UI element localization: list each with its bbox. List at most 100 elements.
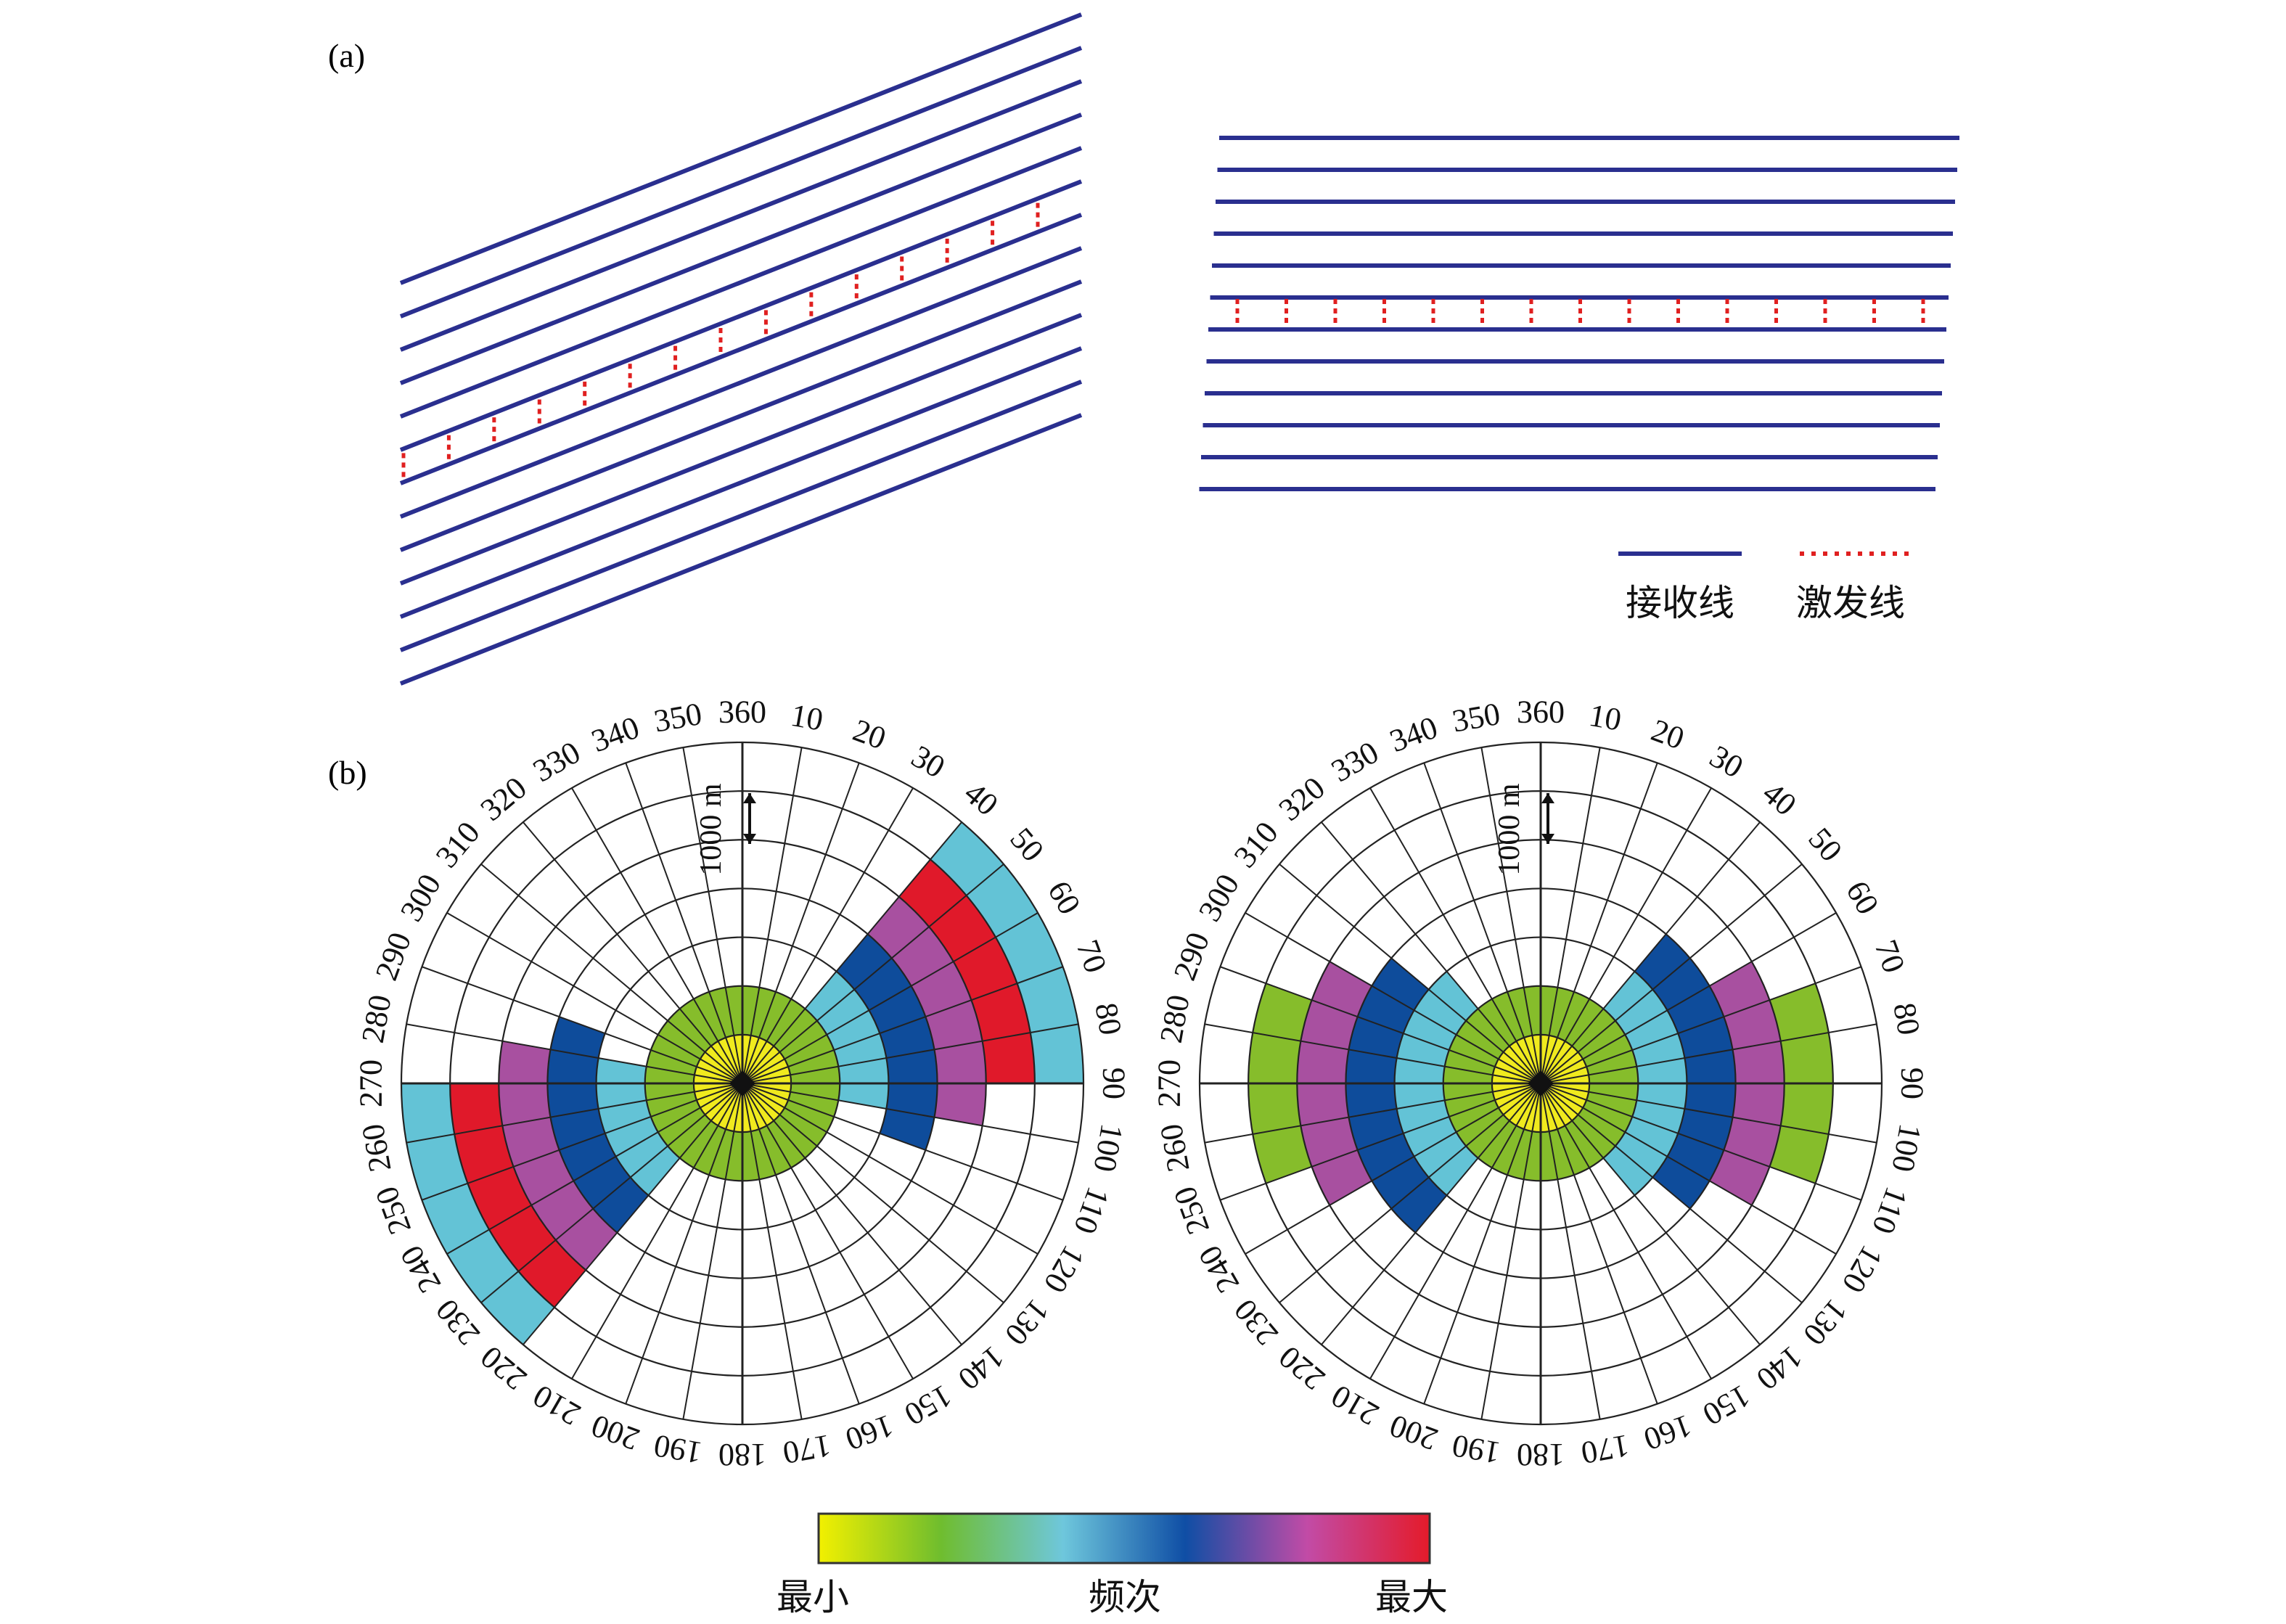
azimuth-tick-label: 150: [1697, 1378, 1756, 1432]
rose-cell: [550, 1017, 605, 1059]
rose-cell: [1403, 1010, 1457, 1051]
azimuth-tick-label: 120: [1037, 1239, 1091, 1299]
rose-cell: [1583, 1034, 1633, 1067]
rose-cell: [1456, 1107, 1504, 1147]
azimuth-tick-label: 360: [718, 694, 766, 730]
rose-cell: [1565, 998, 1604, 1046]
rose-cell: [1586, 1050, 1637, 1075]
rose-cell: [742, 1046, 780, 1083]
rose-spoke: [742, 1083, 1079, 1144]
rose-cell: [1507, 1129, 1533, 1180]
rose-cell: [995, 913, 1063, 984]
rose-cell: [1503, 1083, 1541, 1121]
colorbar-max-label: 最大: [1375, 1576, 1448, 1618]
azimuth-tick-label: 330: [1325, 734, 1385, 789]
rose-cell: [1509, 1041, 1541, 1083]
rose-cell: [1549, 987, 1574, 1038]
rose-spoke: [1321, 821, 1541, 1084]
rose-cell: [650, 1099, 700, 1133]
rose-cell: [1372, 1156, 1429, 1209]
azimuth-tick-label: 250: [369, 1182, 419, 1239]
receiver-line: [399, 413, 1083, 686]
azimuth-tick-label: 180: [1517, 1438, 1565, 1473]
rose-cell: [700, 1051, 742, 1083]
panel-b-label: (b): [328, 754, 367, 791]
rose-cell: [784, 1099, 835, 1133]
rose-cell: [1780, 1033, 1833, 1083]
receiver-line-legend-label: 接收线: [1626, 582, 1734, 624]
colorbar-min-label: 最小: [777, 1576, 849, 1618]
azimuth-tick-label: 130: [1796, 1292, 1854, 1352]
rose-cell: [758, 1125, 792, 1176]
rose-cell: [1625, 1116, 1679, 1157]
rose-spoke: [571, 787, 743, 1084]
azimuth-tick-label: 160: [1639, 1408, 1697, 1458]
azimuth-tick-label: 270: [353, 1059, 389, 1107]
rose-cell: [766, 998, 806, 1046]
rose-cell: [1248, 1083, 1301, 1134]
rose-spoke: [742, 966, 1063, 1084]
azimuth-tick-label: 110: [1067, 1182, 1116, 1238]
rose-spoke: [446, 912, 743, 1084]
rose-cell: [834, 1033, 887, 1067]
rose-cell: [630, 1146, 680, 1196]
rose-spoke: [1540, 912, 1837, 1084]
azimuth-tick-label: 330: [527, 734, 586, 789]
orthogonal-survey-layout: [1199, 136, 1959, 491]
rose-cell: [1297, 1083, 1349, 1126]
rose-spoke: [1540, 1083, 1861, 1201]
rose-cell: [693, 1125, 726, 1176]
rose-spoke: [446, 1083, 743, 1255]
rose-spoke: [406, 1023, 743, 1084]
rose-spoke: [1204, 1083, 1541, 1144]
azimuth-tick-label: 100: [1086, 1121, 1130, 1175]
rose-cell: [1732, 1041, 1785, 1083]
rose-cell: [1724, 1117, 1781, 1167]
rose-cell: [657, 1020, 705, 1059]
rose-cell: [1780, 1083, 1833, 1134]
azimuth-tick-label: 40: [958, 775, 1005, 823]
rose-spoke: [422, 966, 743, 1084]
source-line-legend-label: 激发线: [1796, 582, 1905, 624]
rose-cell: [1491, 1125, 1525, 1176]
rose-cell: [593, 1177, 649, 1233]
rose-cell: [499, 1083, 551, 1126]
scale-arrow-up-icon: [1541, 793, 1554, 803]
rose-cell: [502, 1117, 560, 1167]
rose-cell: [779, 1107, 827, 1147]
rose-spoke: [1540, 1083, 1658, 1404]
rose-spoke: [1423, 763, 1541, 1084]
rose-spoke: [742, 763, 860, 1084]
rose-cell: [710, 1041, 742, 1083]
azimuth-tick-label: 90: [1895, 1067, 1930, 1099]
rose-cell: [1449, 1099, 1499, 1133]
rose-spoke: [1279, 1083, 1541, 1303]
panel-a-legend: 接收线 激发线: [1618, 551, 1916, 624]
rose-cell: [1684, 1049, 1736, 1083]
azimuth-tick-label: 230: [429, 1292, 487, 1352]
rose-spoke: [1540, 1023, 1877, 1084]
rose-cell: [709, 1129, 734, 1180]
rose-spoke: [742, 1083, 914, 1379]
rose-cell: [668, 1009, 711, 1052]
azimuth-tick-label: 140: [951, 1339, 1011, 1397]
rose-cell: [788, 1050, 839, 1075]
azimuth-tick-label: 350: [1449, 696, 1503, 739]
rose-spoke: [523, 821, 743, 1084]
rose-spoke: [742, 912, 1038, 1084]
rose-spoke: [1321, 1083, 1541, 1345]
rose-cell: [422, 1183, 490, 1254]
receiver-line: [399, 46, 1083, 319]
azimuth-tick-label: 290: [369, 927, 419, 985]
azimuth-tick-label: 320: [1272, 770, 1332, 828]
rose-cell: [518, 1239, 586, 1308]
azimuth-tick-label: 80: [1886, 1000, 1927, 1038]
rose-cell: [1603, 1146, 1653, 1196]
rose-spoke: [1540, 787, 1712, 1084]
rose-cell: [1456, 1020, 1504, 1059]
rose-cell: [693, 991, 726, 1041]
scale-label: 1000 m: [1493, 783, 1526, 876]
azimuth-tick-label: 360: [1517, 694, 1565, 730]
rose-spoke: [682, 747, 743, 1084]
rose-cell: [880, 1108, 935, 1150]
